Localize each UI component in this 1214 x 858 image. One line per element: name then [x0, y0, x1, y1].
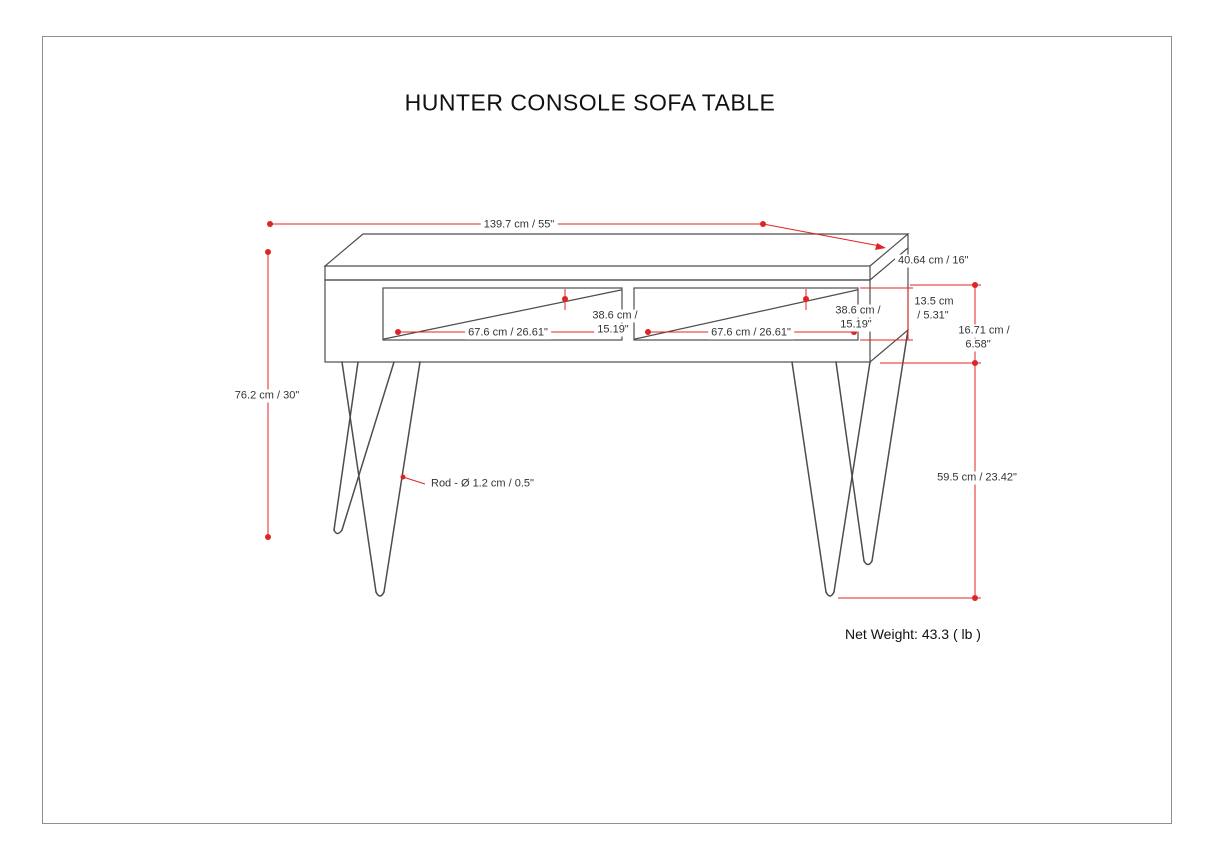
dim-opening-width-left-label: 67.6 cm / 26.61" — [465, 326, 551, 340]
dim-leg-rod-leader — [400, 474, 426, 485]
leg-front-right — [791, 361, 871, 597]
dim-opening-height-label-line2: / 5.31" — [914, 309, 952, 323]
dim-opening-width-right-label: 67.6 cm / 26.61" — [708, 326, 794, 340]
dim-apron-height-label-line2: 6.58" — [962, 338, 994, 352]
leg-back-left — [333, 361, 395, 535]
dim-opening-depth-right-label-line2: 15.19" — [837, 318, 875, 332]
dim-apron-height-label-line1: 16.71 cm / — [955, 324, 1013, 338]
dim-opening-height-lines — [860, 287, 913, 341]
dim-overall-width-label: 139.7 cm / 55" — [480, 218, 558, 232]
dim-opening-depth-left-label-line2: 15.19" — [594, 323, 632, 337]
table-top — [323, 233, 910, 281]
dim-opening-height-label-line1: 13.5 cm — [911, 295, 957, 309]
dim-leg-height-label: 59.5 cm / 23.42" — [934, 471, 1020, 485]
dim-opening-depth-right-label-line1: 38.6 cm / — [832, 304, 884, 318]
net-weight-label: Net Weight: 43.3 ( lb ) — [845, 626, 981, 642]
table-body — [324, 247, 909, 363]
dim-overall-depth-arrow — [762, 223, 886, 250]
dim-overall-height-label: 76.2 cm / 30" — [231, 389, 303, 403]
diagram-title: HUNTER CONSOLE SOFA TABLE — [404, 89, 776, 116]
dim-opening-depth-right-line — [803, 289, 809, 310]
dim-leg-rod-label: Rod - Ø 1.2 cm / 0.5" — [428, 477, 537, 491]
leg-back-right — [835, 329, 909, 566]
page-border — [42, 36, 1172, 824]
dim-overall-depth-label: 40.64 cm / 16" — [895, 254, 972, 268]
dim-opening-depth-left-line — [562, 289, 568, 310]
dim-opening-depth-left-label-line1: 38.6 cm / — [589, 309, 641, 323]
